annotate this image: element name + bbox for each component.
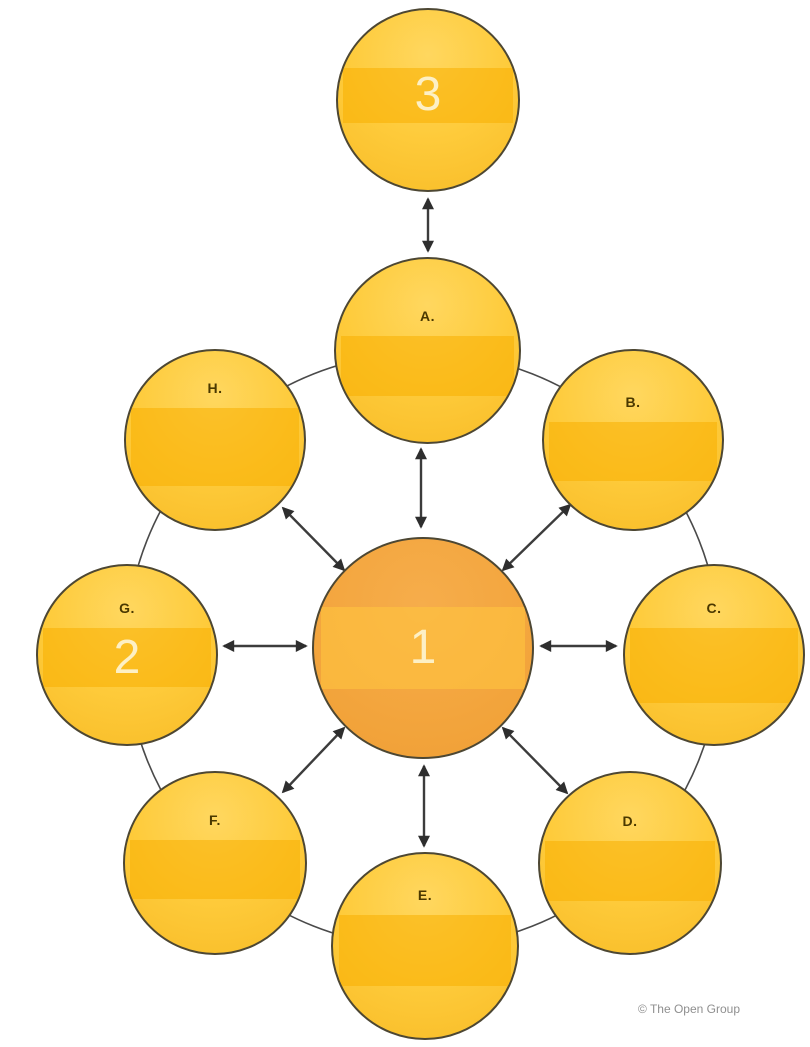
node-g-band: 2	[43, 628, 211, 688]
connector-1-h	[281, 506, 346, 572]
node-h-band	[131, 407, 299, 487]
node-g-number: 2	[113, 630, 141, 684]
node-f: F.	[123, 771, 307, 955]
node-1: 1	[312, 537, 534, 759]
connector-1-d	[501, 726, 569, 795]
connector-1-b	[501, 503, 572, 572]
connector-1-f	[281, 726, 346, 794]
node-b: B.	[542, 349, 724, 531]
node-b-label: B.	[625, 394, 641, 411]
node-d-label: D.	[622, 813, 638, 830]
node-g: G. 2	[36, 564, 218, 746]
node-f-label: F.	[209, 811, 221, 828]
node-h-label: H.	[207, 379, 223, 396]
node-a-band	[341, 335, 514, 397]
node-h: H.	[124, 349, 306, 531]
node-1-band: 1	[320, 606, 526, 690]
copyright-text: © The Open Group	[638, 1002, 741, 1016]
node-3-number: 3	[414, 68, 442, 122]
node-3-band: 3	[343, 67, 513, 124]
node-e-band	[338, 914, 512, 987]
node-f-band	[130, 839, 300, 899]
node-c: C.	[623, 564, 805, 746]
node-a-label: A.	[420, 307, 435, 324]
node-c-band	[630, 628, 798, 704]
node-e-label: E.	[417, 886, 433, 903]
node-b-band	[549, 422, 717, 481]
node-e: E.	[331, 852, 519, 1040]
node-d-band	[545, 841, 715, 901]
node-c-label: C.	[706, 600, 722, 617]
node-1-number: 1	[409, 620, 437, 674]
node-d: D.	[538, 771, 722, 955]
node-3: 3	[336, 8, 520, 192]
node-a: A.	[334, 257, 521, 444]
node-g-label: G.	[119, 600, 135, 617]
